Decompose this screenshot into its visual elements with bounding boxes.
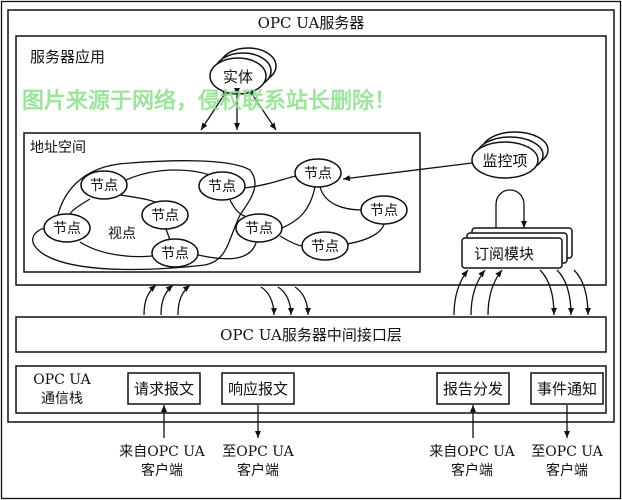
svg-text:响应报文: 响应报文 (228, 380, 288, 398)
svg-text:至OPC UA: 至OPC UA (222, 444, 294, 460)
node[interactable]: 节点 (198, 171, 246, 201)
svg-text:至OPC UA: 至OPC UA (531, 444, 603, 460)
node-edges (69, 169, 385, 260)
middleware-layer-box (15, 316, 607, 353)
client-to-1: 至OPC UA 客户端 (222, 444, 294, 479)
svg-text:节点: 节点 (151, 208, 179, 224)
client-to-2: 至OPC UA 客户端 (531, 444, 603, 479)
server-app-label: 服务器应用 (30, 48, 105, 66)
node[interactable]: 节点 (294, 158, 342, 188)
entity-stack: 实体 (209, 47, 277, 95)
svg-text:节点: 节点 (245, 221, 273, 237)
client-from-1: 来自OPC UA 客户端 (119, 444, 205, 479)
subscription-label: 订阅模块 (474, 245, 534, 263)
address-space-box (23, 132, 421, 273)
view-outline (32, 160, 256, 271)
svg-text:节点: 节点 (304, 166, 332, 182)
request-box: 请求报文 (127, 372, 201, 405)
client-from-2: 来自OPC UA 客户端 (429, 444, 515, 479)
address-space-label: 地址空间 (30, 140, 86, 156)
svg-text:客户端: 客户端 (546, 462, 588, 479)
svg-text:节点: 节点 (311, 239, 339, 255)
subscription-stack: 订阅模块 (461, 227, 573, 269)
node[interactable]: 节点 (301, 231, 349, 261)
middleware-layer-label: OPC UA服务器中间接口层 (220, 326, 402, 344)
svg-text:来自OPC UA: 来自OPC UA (429, 444, 515, 460)
svg-text:节点: 节点 (208, 179, 236, 195)
flow-arrows (143, 269, 591, 316)
comm-stack-label-2: 通信栈 (41, 391, 83, 407)
node[interactable]: 节点 (151, 238, 199, 268)
svg-text:客户端: 客户端 (237, 462, 279, 479)
view-label: 视点 (108, 226, 136, 242)
svg-text:节点: 节点 (90, 178, 118, 194)
svg-text:节点: 节点 (370, 203, 398, 219)
node[interactable]: 节点 (141, 200, 189, 230)
svg-text:客户端: 客户端 (451, 462, 493, 479)
comm-stack-label-1: OPC UA (33, 372, 91, 388)
response-box: 响应报文 (221, 372, 295, 405)
entity-label: 实体 (223, 68, 253, 86)
watermark: 图片来源于网络，侵权联系站长删除！ (22, 88, 396, 114)
monitored-item-label: 监控项 (482, 152, 527, 170)
svg-text:节点: 节点 (161, 246, 189, 262)
comm-stack-box (15, 365, 607, 414)
svg-text:报告分发: 报告分发 (443, 380, 503, 398)
nodes: 节点 节点 节点 节点 节点 节点 节点 节点 节点 (43, 158, 408, 268)
report-dispatch-box: 报告分发 (436, 372, 510, 405)
node[interactable]: 节点 (360, 195, 408, 225)
svg-text:客户端: 客户端 (141, 462, 183, 479)
event-notify-box: 事件通知 (530, 372, 604, 405)
svg-text:请求报文: 请求报文 (134, 380, 194, 398)
node[interactable]: 节点 (80, 170, 128, 200)
server-title: OPC UA服务器 (258, 14, 365, 32)
svg-text:事件通知: 事件通知 (537, 380, 597, 398)
svg-text:节点: 节点 (53, 221, 81, 237)
monitored-item-stack: 监控项 (471, 131, 549, 179)
node[interactable]: 节点 (235, 213, 283, 243)
svg-text:来自OPC UA: 来自OPC UA (119, 444, 205, 460)
node[interactable]: 节点 (43, 213, 91, 243)
